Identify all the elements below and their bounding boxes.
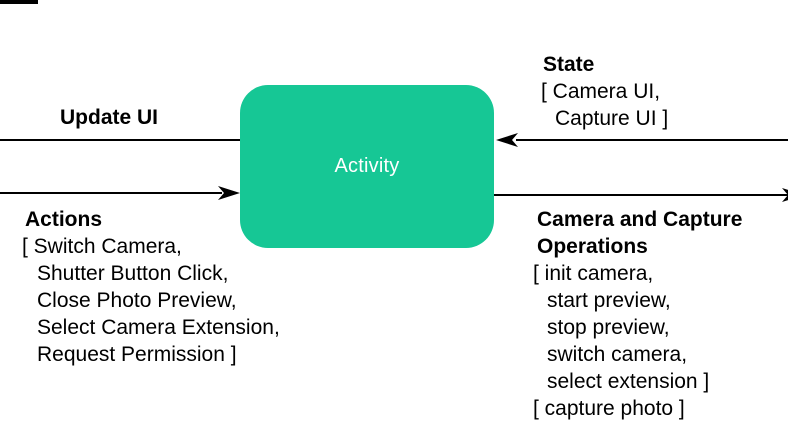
operations-line: start preview, bbox=[547, 289, 671, 312]
activity-node: Activity bbox=[240, 85, 494, 248]
state-arrowhead-icon bbox=[496, 133, 518, 147]
operations-line: [ init camera, bbox=[533, 262, 654, 285]
actions-line: Request Permission ] bbox=[37, 343, 237, 366]
operations-line: select extension ] bbox=[547, 370, 710, 393]
actions-line: Shutter Button Click, bbox=[37, 262, 229, 285]
operations-line: switch camera, bbox=[547, 343, 688, 366]
activity-node-label: Activity bbox=[334, 155, 400, 177]
state-title: State bbox=[543, 53, 595, 76]
top-left-line-fragment bbox=[0, 0, 38, 4]
actions-line: Close Photo Preview, bbox=[37, 289, 237, 312]
operations-arrowhead-icon bbox=[782, 188, 788, 202]
actions-list: Actions [ Switch Camera, Shutter Button … bbox=[22, 206, 280, 368]
actions-title: Actions bbox=[25, 208, 103, 231]
state-arrow-line bbox=[516, 139, 788, 141]
operations-list: Camera and Capture Operations [ init cam… bbox=[533, 206, 742, 422]
operations-arrow-line bbox=[494, 194, 788, 196]
operations-line: [ capture photo ] bbox=[533, 397, 685, 420]
state-line: [ Camera UI, bbox=[541, 80, 661, 103]
actions-arrow-line bbox=[0, 192, 222, 194]
actions-arrowhead-icon bbox=[218, 186, 240, 200]
operations-line: stop preview, bbox=[547, 316, 670, 339]
actions-line: Select Camera Extension, bbox=[37, 316, 280, 339]
operations-title-line1: Camera and Capture bbox=[537, 208, 743, 231]
update-ui-label: Update UI bbox=[60, 106, 159, 129]
state-line: Capture UI ] bbox=[555, 107, 669, 130]
state-list: State [ Camera UI, Capture UI ] bbox=[541, 51, 668, 132]
operations-title-line2: Operations bbox=[537, 235, 648, 258]
update-ui-arrow-line bbox=[0, 139, 240, 141]
actions-line: [ Switch Camera, bbox=[22, 235, 182, 258]
